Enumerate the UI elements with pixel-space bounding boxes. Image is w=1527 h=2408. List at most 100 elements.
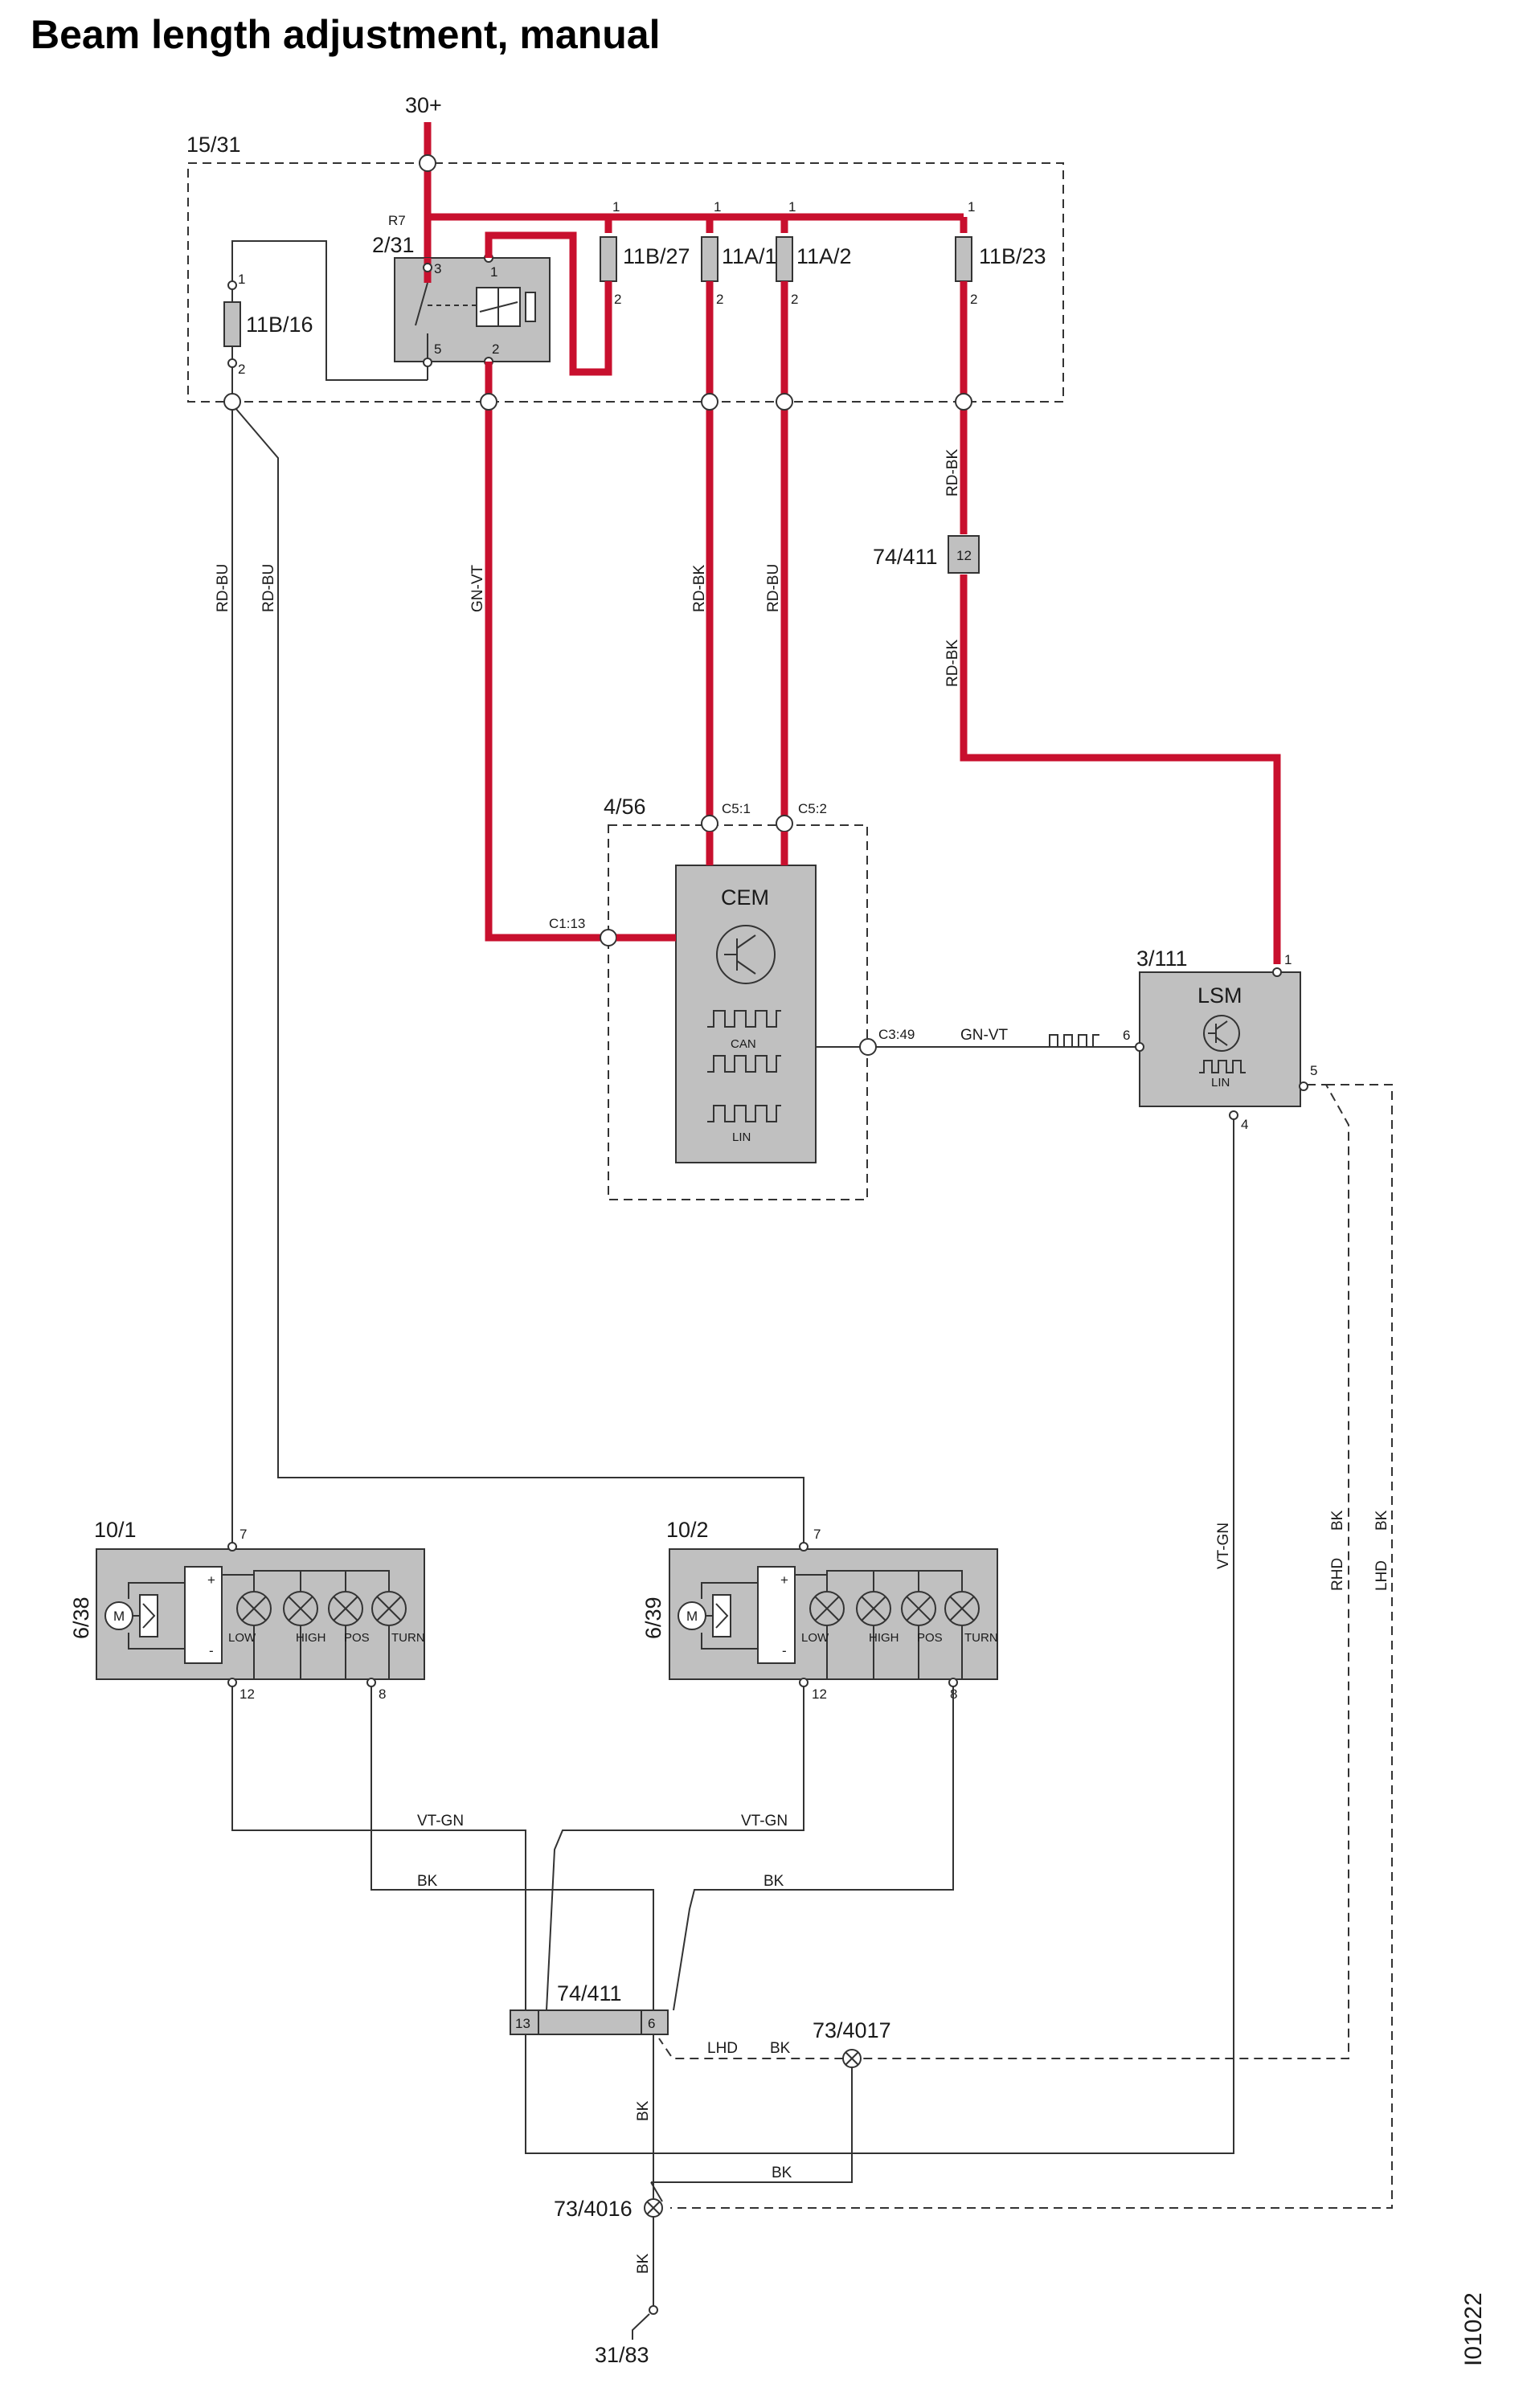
headlamp-2-bulbs [795, 1570, 980, 1679]
headlamp-1-bulbs [222, 1570, 407, 1679]
fuse-11b-27-pin2: 2 [614, 292, 621, 307]
headlamp-1-plus: + [207, 1572, 215, 1588]
wire-rd-bu-right [235, 407, 804, 1544]
ground-point-1-label: 73/4017 [813, 2018, 891, 2042]
headlamp-2-motor-symbol: M [686, 1609, 698, 1624]
exit-node-1 [223, 393, 241, 411]
supply-node [419, 154, 436, 172]
headlamp-1-bulb-high: HIGH [296, 1631, 326, 1645]
cem-pin-c5-1-node [701, 815, 718, 832]
wire-rd-bk-lsm [960, 574, 1281, 964]
lsm-label: LSM [1197, 983, 1242, 1008]
lsm-pin-5-node [1299, 1081, 1308, 1091]
wire-label-rhd-bk: BK [1329, 1510, 1346, 1531]
wire-vt-gn-left [231, 1686, 526, 2010]
connector-12-pin: 12 [956, 548, 972, 563]
bottom-connector-pin-13: 13 [515, 2016, 530, 2031]
fuse-11a-1-label: 11A/1 [722, 244, 777, 268]
fuse-11a-1 [701, 236, 718, 282]
cem-pin-c3-49-node [859, 1038, 877, 1056]
relay-switch-wire [231, 240, 428, 381]
wire-label-lhd: LHD [1373, 1560, 1390, 1591]
wire-label-bk-gnd-2: BK [635, 2253, 652, 2274]
fuse-11a-2-pin1: 1 [788, 199, 796, 215]
fuse-box-outline [187, 162, 1064, 403]
headlamp-2-id: 10/2 [666, 1518, 709, 1542]
wire-label-bk-gnd-1: BK [772, 2165, 792, 2181]
lsm-pin-5: 5 [1310, 1063, 1317, 1078]
wire-bk-gnd-1 [651, 2067, 853, 2183]
wire-label-vt-gn-left: VT-GN [417, 1813, 464, 1830]
headlamp-1-motor [104, 1566, 223, 1664]
wire-dash-lhd [670, 1084, 1393, 2209]
exit-node-2 [480, 393, 497, 411]
headlamp-1-bulb-low: LOW [228, 1631, 256, 1645]
fuse-11b-23 [955, 236, 972, 282]
cem-outline [608, 824, 868, 1200]
relay-pin-5: 5 [434, 341, 441, 357]
relay-coil-wire [485, 231, 612, 376]
cem-pin-c5-2-node [776, 815, 793, 832]
wire-label-rd-bk-2: RD-BK [944, 449, 961, 497]
ground-point-2-label: 73/4016 [554, 2197, 632, 2221]
wire-label-gn-vt-2: GN-VT [960, 1027, 1009, 1044]
fuse-11a-2 [776, 236, 793, 282]
fuse-11a-1-pin1: 1 [714, 199, 721, 215]
lsm-pin-1-node [1272, 967, 1282, 977]
headlamp-1-motor-id: 6/38 [69, 1596, 93, 1639]
exit-node-4 [776, 393, 793, 411]
cem-pin-c1-13: C1:13 [549, 916, 585, 931]
lsm-lin-icon [1199, 1060, 1246, 1073]
transistor-icon [716, 925, 776, 984]
connector-12 [948, 535, 980, 574]
wire-label-bk-main: BK [635, 2100, 652, 2121]
relay-pin-3: 3 [434, 261, 441, 276]
headlamp-2-pin-8-node [948, 1678, 958, 1687]
bottom-connector-pin-6: 6 [648, 2016, 655, 2031]
fuse-11b-16-label: 11B/16 [246, 313, 313, 337]
ground-point-2-icon [644, 2198, 663, 2218]
fuse-11b-16-pin1: 1 [238, 272, 245, 287]
headlamp-2-bulb-pos: POS [917, 1631, 943, 1645]
supply-label: 30+ [405, 93, 442, 117]
cem-can-label: CAN [731, 1037, 756, 1051]
headlamp-2-pin-12: 12 [812, 1686, 827, 1702]
wire-label-rhd: RHD [1329, 1558, 1346, 1591]
headlamp-1-motor-symbol: M [113, 1609, 125, 1624]
headlamp-2-motor-id: 6/39 [641, 1596, 665, 1639]
lsm-pin-4: 4 [1241, 1117, 1248, 1132]
wire-vt-gn-right [546, 1686, 804, 2011]
headlamp-2-bulb-low: LOW [801, 1631, 829, 1645]
lin-pulse-icon [1045, 1034, 1099, 1048]
wire-label-bk-lhd-bottom: BK [770, 2040, 791, 2057]
headlamp-1-id: 10/1 [94, 1518, 137, 1542]
headlamp-1-bulb-pos: POS [344, 1631, 370, 1645]
fuse-box-label: 15/31 [186, 133, 241, 157]
headlamp-2-plus: + [780, 1572, 788, 1588]
bottom-connector [510, 2009, 669, 2035]
headlamp-1-pin-7: 7 [239, 1527, 247, 1542]
wire-bk-left [370, 1686, 654, 2010]
supply-wires [424, 122, 968, 265]
wire-label-rd-bu-3: RD-BU [765, 564, 782, 612]
wire-label-vt-gn-right: VT-GN [741, 1813, 788, 1830]
headlamp-1-minus: - [209, 1643, 214, 1658]
fuse-11b-23-pin1: 1 [968, 199, 975, 215]
headlamp-2-bulb-high: HIGH [869, 1631, 899, 1645]
relay-id-label: 2/31 [372, 233, 415, 257]
ground-point-1-icon [842, 2049, 862, 2068]
headlamp-1-pin-12-node [227, 1678, 237, 1687]
lin-signal-icon [707, 1105, 781, 1122]
lsm-transistor-icon [1203, 1015, 1240, 1052]
lsm-pin-6: 6 [1123, 1028, 1130, 1043]
lsm-pin-6-node [1135, 1042, 1144, 1052]
can-signal-icon [707, 1010, 781, 1073]
relay-box [394, 257, 551, 362]
headlamp-2-minus: - [782, 1643, 787, 1658]
wire-label-rd-bu-2: RD-BU [260, 564, 277, 612]
fuse-11b-27-pin1: 1 [612, 199, 620, 215]
lsm-pin-1: 1 [1284, 952, 1292, 967]
wire-label-rd-bu-1: RD-BU [215, 564, 231, 612]
headlamp-1-pin-8-node [366, 1678, 376, 1687]
